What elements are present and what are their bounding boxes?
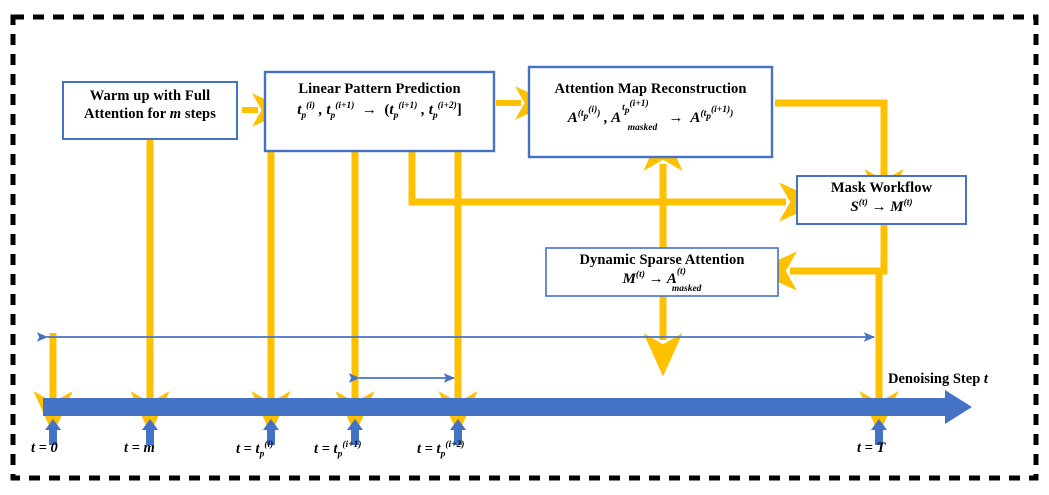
tick-marker-tm	[142, 419, 158, 445]
box-outline-attention-reconstruction[interactable]	[527, 65, 774, 159]
box-outline-mask-workflow[interactable]	[796, 175, 967, 225]
tick-marker-tpi1	[347, 419, 363, 445]
connector-reconstruction-to-mask-workflow	[775, 99, 904, 213]
tick-marker-t0	[45, 419, 61, 445]
box-outline-linear-prediction[interactable]	[263, 70, 496, 153]
tick-marker-tT	[871, 419, 887, 445]
timeline-tick-markers	[45, 419, 887, 445]
connector-linear-to-mask-workflow	[408, 151, 823, 222]
box-outline-dynamic-sparse-attention[interactable]	[545, 247, 779, 297]
connector-mask-to-dynamic-sparse	[753, 224, 888, 291]
denoising-timeline-axis	[43, 390, 972, 424]
tick-marker-tpi2	[450, 419, 466, 445]
box-outline-warmup[interactable]	[62, 81, 238, 140]
tick-marker-tpi	[263, 419, 279, 445]
